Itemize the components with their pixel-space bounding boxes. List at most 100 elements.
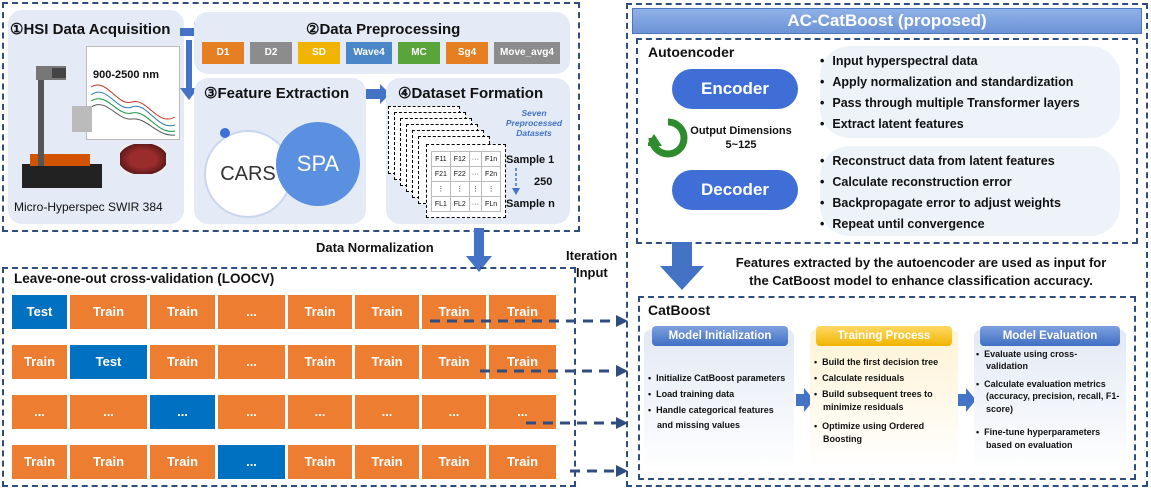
fold-cell: Train bbox=[355, 445, 419, 479]
ac-catboost-header: AC-CatBoost (proposed) bbox=[632, 8, 1142, 34]
decoder-point: Repeat until convergence bbox=[820, 217, 984, 231]
arrow-right-icon bbox=[366, 84, 390, 104]
arrow-head-icon bbox=[616, 465, 628, 477]
pipeline-frame bbox=[2, 2, 580, 232]
autoencoder-title: Autoencoder bbox=[648, 44, 735, 60]
dataset-title: ④Dataset Formation bbox=[398, 85, 544, 102]
encoder-point: Apply normalization and standardization bbox=[820, 75, 1073, 89]
matrix-cell: F11 bbox=[431, 151, 451, 167]
bridge-line: the CatBoost model to enhance classifica… bbox=[749, 273, 1093, 288]
matrix-cell: ··· bbox=[468, 196, 483, 212]
fold-cell: Train bbox=[489, 445, 556, 479]
fold-cell: Train bbox=[12, 345, 67, 379]
fold-cell: ... bbox=[70, 395, 147, 429]
fold-cell: ... bbox=[422, 395, 486, 429]
fold-cell: Test bbox=[12, 295, 67, 329]
catboost-frame bbox=[638, 296, 1136, 480]
hsi-title: ①HSI Data Acquisition bbox=[10, 21, 171, 38]
loocv-frame bbox=[2, 267, 576, 487]
matrix-cell: FL1 bbox=[431, 196, 451, 212]
matrix-cell: ··· bbox=[468, 151, 483, 167]
init-point: Load training data bbox=[648, 388, 734, 401]
method-chip: Move_avg4 bbox=[494, 42, 560, 64]
fold-cell: Train bbox=[489, 295, 556, 329]
training-point: Optimize using Ordered bbox=[814, 420, 924, 433]
feature-panel: ③Feature Extraction CARS SPA bbox=[194, 78, 366, 224]
preprocess-title: ②Data Preprocessing bbox=[306, 21, 461, 38]
fold-cell: Train bbox=[422, 345, 486, 379]
matrix-cell: F2n bbox=[481, 166, 501, 182]
encoder-point: Input hyperspectral data bbox=[820, 54, 977, 68]
matrix-cell: FL2 bbox=[449, 196, 470, 212]
arrow-down-icon bbox=[660, 242, 704, 290]
matrix-cell: F12 bbox=[449, 151, 470, 167]
datasets-note: Seven Preprocessed Datasets bbox=[502, 108, 566, 138]
fold-cell: ... bbox=[218, 345, 285, 379]
matrix-cell: ⋮ bbox=[481, 181, 501, 197]
training-header: Training Process bbox=[816, 326, 952, 346]
matrix-cell: ⋮ bbox=[468, 181, 483, 197]
spectrum-plot: 900-2500 nm bbox=[86, 46, 180, 140]
fold-cell: ... bbox=[355, 395, 419, 429]
arrow-right-icon bbox=[796, 388, 814, 412]
input-label: Input bbox=[576, 265, 608, 280]
fold-cell: ... bbox=[218, 395, 285, 429]
dashed-arrow-down-icon bbox=[512, 168, 520, 195]
fold-cell: Train bbox=[12, 445, 67, 479]
dataset-panel: ④Dataset Formation Seven Preprocessed Da… bbox=[386, 78, 570, 224]
arrow-down-icon bbox=[466, 228, 492, 272]
method-chip: D1 bbox=[202, 42, 244, 64]
decoder-block: Decoder bbox=[672, 170, 798, 210]
training-point-cont: Boosting bbox=[823, 434, 862, 444]
bridge-line: Features extracted by the autoencoder ar… bbox=[735, 255, 1107, 270]
encoder-point: Pass through multiple Transformer layers bbox=[820, 96, 1079, 110]
meat-sample-image bbox=[120, 144, 166, 174]
evaluation-header: Model Evaluation bbox=[980, 326, 1120, 346]
arrow-head-icon bbox=[616, 365, 628, 377]
arrow-head-icon bbox=[616, 417, 628, 429]
training-point: Calculate residuals bbox=[814, 372, 904, 385]
fold-cell: Train bbox=[150, 345, 215, 379]
spa-circle: SPA bbox=[276, 122, 360, 206]
fold-cell: Train bbox=[288, 295, 352, 329]
matrix-cell: ⋮ bbox=[431, 181, 451, 197]
method-chip: MC bbox=[398, 42, 440, 64]
sample-count: 250 bbox=[534, 176, 553, 188]
fold-cell: Train bbox=[355, 345, 419, 379]
fold-cell: Test bbox=[70, 345, 147, 379]
evaluation-point: Evaluate using cross- bbox=[976, 348, 1077, 361]
method-chip: Wave4 bbox=[346, 42, 392, 64]
init-header: Model Initialization bbox=[652, 326, 788, 346]
feature-matrix: F11 F12 ··· F1n F21 F22 ··· F2n ⋮ ⋮ ⋮ ⋮ bbox=[426, 144, 506, 218]
init-point: Initialize CatBoost parameters bbox=[648, 372, 785, 385]
normalization-label: Data Normalization bbox=[316, 240, 434, 255]
preprocess-panel: ②Data Preprocessing D1 D2 SD Wave4 MC Sg… bbox=[194, 12, 570, 74]
evaluation-point-cont: based on evaluation bbox=[986, 440, 1073, 450]
evaluation-point: Calculate evaluation metrics bbox=[976, 378, 1106, 391]
fold-cell: ... bbox=[218, 295, 285, 329]
training-point: Build subsequent trees to bbox=[814, 388, 933, 401]
fold-cell: ... bbox=[288, 395, 352, 429]
decoder-point: Reconstruct data from latent features bbox=[820, 154, 1054, 168]
fold-cell: ... bbox=[150, 395, 215, 429]
fold-cell: Train bbox=[150, 445, 215, 479]
matrix-cell: F1n bbox=[481, 151, 501, 167]
encoder-point: Extract latent features bbox=[820, 117, 963, 131]
spectrum-range: 900-2500 nm bbox=[93, 69, 160, 81]
fold-cell: Train bbox=[489, 345, 556, 379]
fold-cell: ... bbox=[218, 445, 285, 479]
note-line: Seven bbox=[521, 108, 547, 118]
fold-cell: ... bbox=[12, 395, 67, 429]
fold-cell: Train bbox=[288, 345, 352, 379]
iteration-label: Iteration bbox=[566, 248, 618, 263]
decor-dot bbox=[220, 128, 230, 138]
hsi-caption: Micro-Hyperspec SWIR 384 bbox=[14, 200, 163, 214]
fold-cell: Train bbox=[422, 445, 486, 479]
ac-catboost-title: AC-CatBoost (proposed) bbox=[787, 11, 987, 30]
sample-n-label: Sample n bbox=[506, 198, 555, 210]
feature-title: ③Feature Extraction bbox=[204, 85, 350, 102]
loocv-title: Leave-one-out cross-validation (LOOCV) bbox=[14, 271, 275, 286]
method-chip: SD bbox=[298, 42, 340, 64]
evaluation-point-cont: validation bbox=[986, 361, 1029, 371]
fold-cell: Train bbox=[422, 295, 486, 329]
